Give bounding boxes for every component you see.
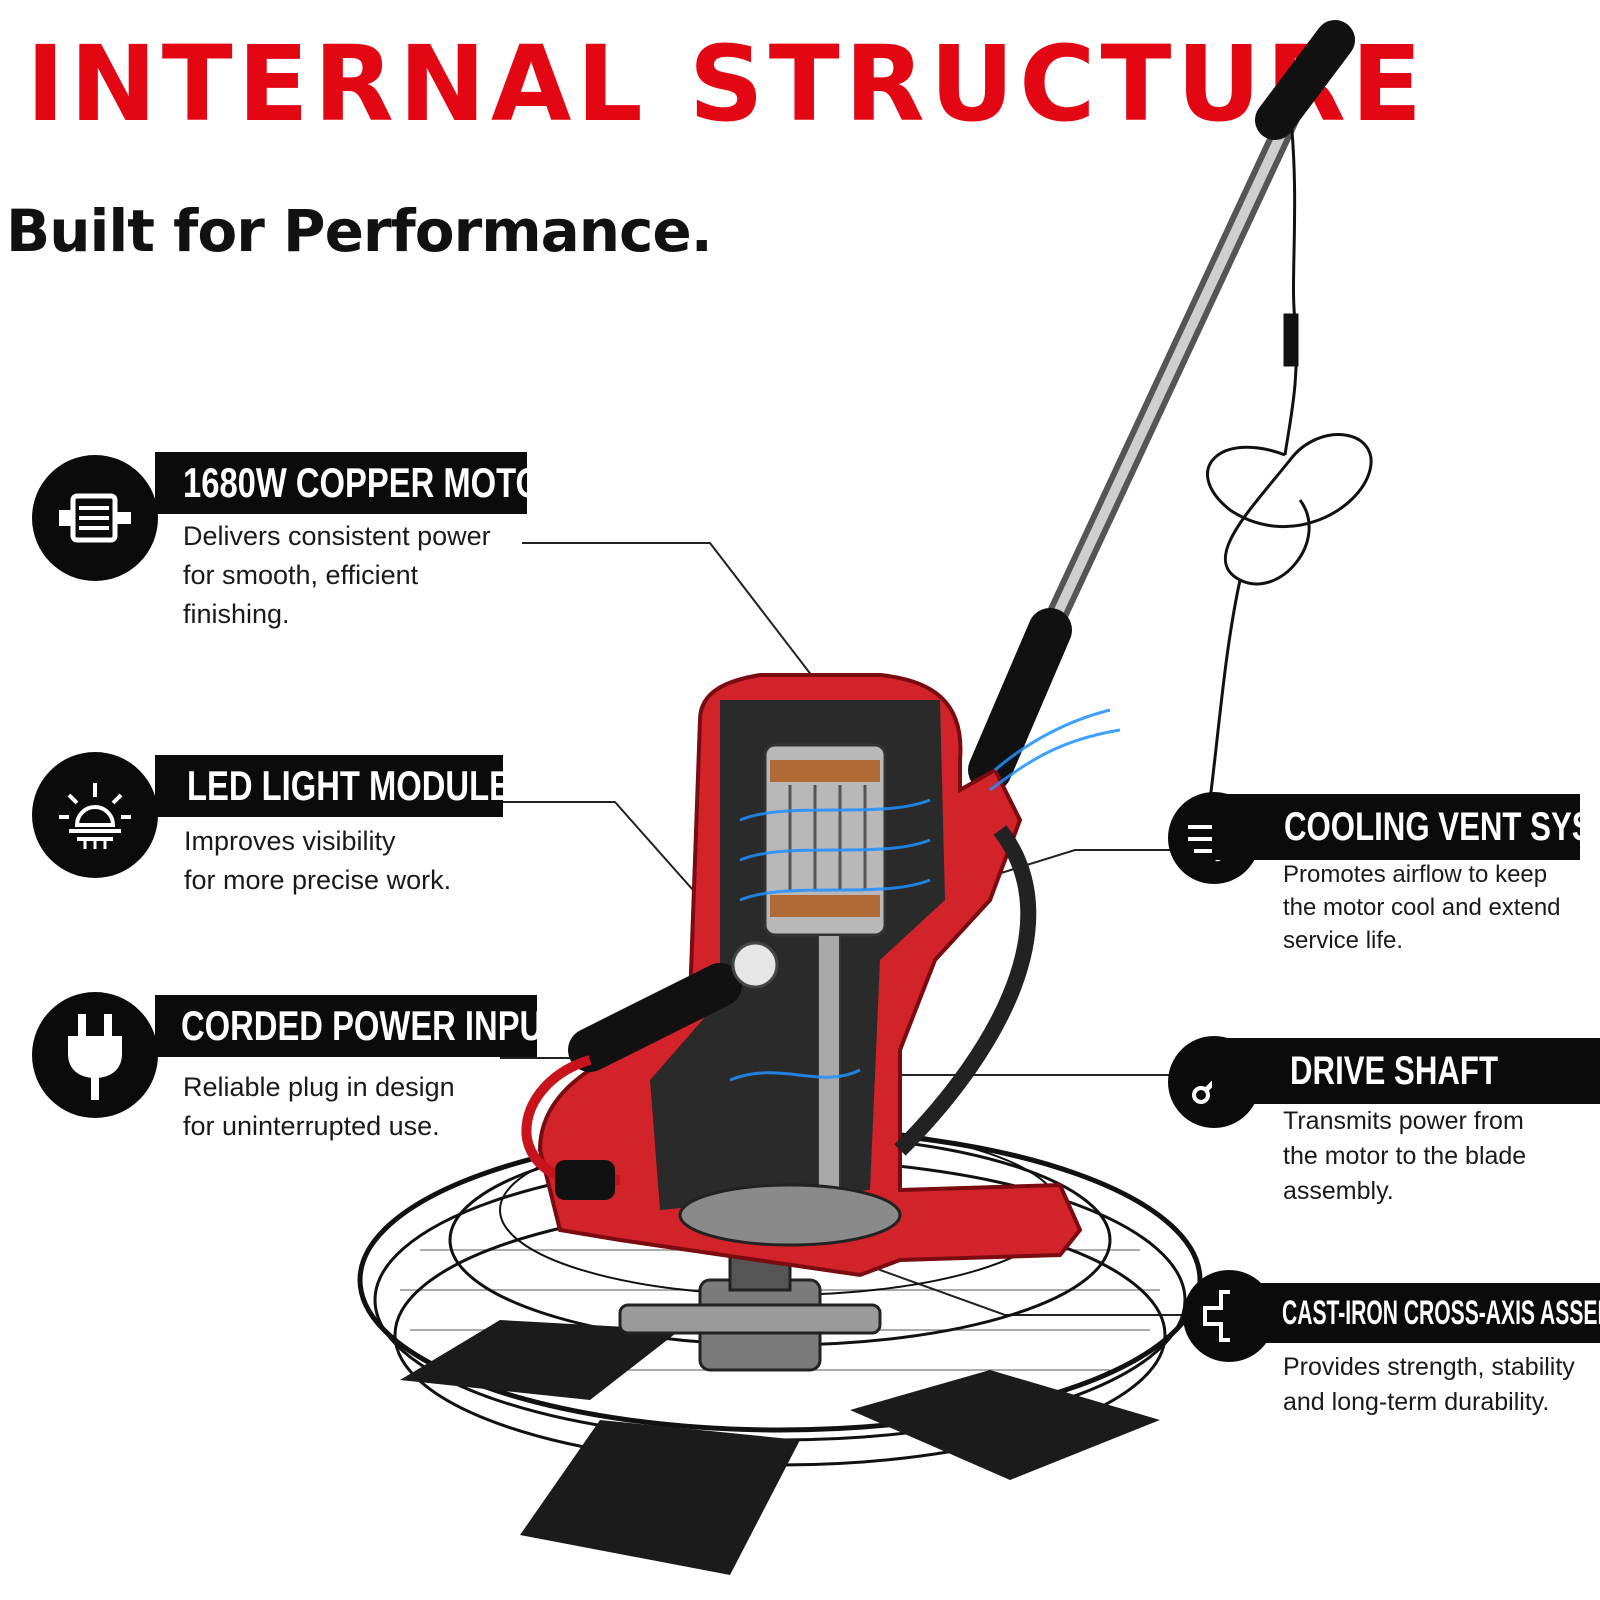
callout-cross-axis-title: CAST-IRON CROSS-AXIS ASSEMBLY bbox=[1230, 1283, 1600, 1343]
handle-pole bbox=[968, 20, 1355, 792]
callout-power-title: CORDED POWER INPUT bbox=[155, 995, 563, 1057]
cross-axis-hub bbox=[618, 1238, 882, 1372]
leader-line-cross bbox=[857, 1261, 1185, 1316]
description-line: Delivers consistent power bbox=[183, 521, 491, 551]
description-line: finishing. bbox=[183, 599, 290, 629]
power-cord bbox=[1206, 109, 1373, 801]
callout-cooling-title: COOLING VENT SYSTEM bbox=[1212, 794, 1600, 860]
description-line: for uninterrupted use. bbox=[183, 1111, 440, 1141]
callout-led-title: LED LIGHT MODULE bbox=[155, 755, 511, 817]
led-light-icon bbox=[32, 752, 158, 878]
callout-shaft-description: Transmits power from the motor to the bl… bbox=[1283, 1104, 1526, 1209]
description-line: for more precise work. bbox=[184, 865, 452, 895]
description-line: and long-term durability. bbox=[1283, 1388, 1550, 1416]
motor-icon bbox=[32, 455, 158, 581]
page-title: INTERNAL STRUCTURE bbox=[26, 23, 1428, 145]
led-light bbox=[731, 941, 779, 989]
callout-cooling-description: Promotes airflow to keep the motor cool … bbox=[1283, 858, 1561, 957]
callout-shaft-title: DRIVE SHAFT bbox=[1212, 1038, 1600, 1104]
description-line: the motor to the blade bbox=[1283, 1142, 1527, 1170]
description-line: for smooth, efficient bbox=[183, 560, 419, 590]
side-handle bbox=[568, 941, 779, 1072]
description-line: Reliable plug in design bbox=[183, 1072, 455, 1102]
plug-icon bbox=[32, 992, 158, 1118]
callout-led-description: Improves visibility for more precise wor… bbox=[184, 822, 451, 900]
callout-power-description: Reliable plug in design for uninterrupte… bbox=[183, 1068, 455, 1146]
description-line: Promotes airflow to keep bbox=[1283, 861, 1548, 888]
description-line: the motor cool and extend bbox=[1283, 894, 1561, 921]
callout-cross-axis-description: Provides strength, stability and long-te… bbox=[1283, 1350, 1575, 1420]
description-line: assembly. bbox=[1283, 1177, 1394, 1205]
callout-motor-title: 1680W COPPER MOTOR bbox=[155, 452, 565, 514]
page-subtitle: Built for Performance. bbox=[6, 197, 713, 265]
pole-boot bbox=[968, 608, 1072, 792]
motor-housing bbox=[537, 673, 1083, 1278]
description-line: Provides strength, stability bbox=[1283, 1353, 1575, 1381]
description-line: service life. bbox=[1283, 927, 1404, 954]
description-line: Transmits power from bbox=[1283, 1107, 1524, 1135]
handle-grip bbox=[1255, 20, 1355, 140]
cooling-airflow bbox=[729, 708, 1121, 1082]
description-line: Improves visibility bbox=[184, 826, 396, 856]
belt-guard bbox=[894, 825, 1037, 1156]
callout-motor-description: Delivers consistent power for smooth, ef… bbox=[183, 517, 491, 634]
trowel-blades bbox=[400, 1320, 1160, 1575]
drive-shaft bbox=[817, 934, 841, 1196]
